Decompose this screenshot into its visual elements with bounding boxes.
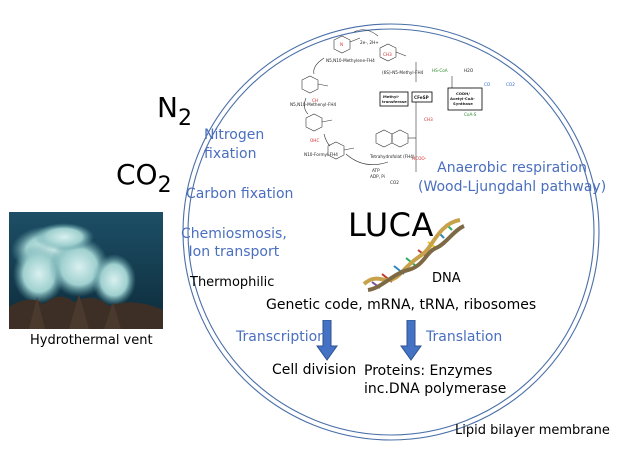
svg-text:Synthase: Synthase (453, 101, 473, 106)
svg-text:HCOO-: HCOO- (412, 156, 427, 161)
atp-label: ATP (372, 168, 380, 173)
co2-main: CO (116, 158, 158, 191)
luca-title: LUCA (348, 206, 434, 244)
svg-text:transferase: transferase (382, 99, 407, 104)
cell-division-label: Cell division (272, 362, 357, 378)
carbon-fixation-label: Carbon fixation (186, 186, 294, 202)
svg-text:CO2: CO2 (506, 82, 515, 87)
dna-helix-icon (362, 218, 465, 292)
transcription-arrow-icon (316, 320, 338, 361)
dna-label: DNA (432, 271, 461, 286)
thf-label: Tetrahydrofolat (FH4) (369, 154, 415, 159)
proteins-label: Proteins: Enzymes inc.DNA polymerase (364, 363, 507, 397)
svg-text:OHC: OHC (310, 138, 319, 143)
n2-label: N2 (157, 91, 192, 131)
hydrothermal-vent-label: Hydrothermal vent (30, 333, 153, 348)
formyl-fh4-label: N10-Formyl-FH4 (304, 152, 338, 157)
electron-label: 2e-, 2H+ (360, 40, 379, 45)
transcription-label: Transcription (236, 329, 327, 345)
n2-main: N (157, 91, 178, 124)
chemiosmosis-label: Chemiosmosis, Ion transport (181, 226, 287, 260)
genetic-code-label: Genetic code, mRNA, tRNA, ribosomes (266, 297, 537, 313)
translation-label: Translation (426, 329, 503, 345)
svg-text:Acetyl-CoA-: Acetyl-CoA- (450, 96, 475, 101)
anaerobic-respiration-label: Anaerobic respiration (Wood-Ljungdahl pa… (418, 160, 607, 195)
adp-label: ADP, Pi (370, 174, 385, 179)
hs-coa-label: HS-CoA (432, 68, 448, 73)
svg-text:CODH/: CODH/ (456, 91, 470, 96)
lipid-bilayer-membrane-label: Lipid bilayer membrane (455, 423, 610, 438)
water-label: H2O (464, 68, 474, 73)
co2-label: CO2 (116, 158, 172, 198)
svg-text:N: N (340, 42, 343, 47)
svg-text:Methyl-: Methyl- (383, 94, 400, 99)
methylene-fh4-label: N5,N10-Methylene-FH4 (326, 58, 375, 63)
svg-text:CH: CH (312, 98, 318, 103)
n2-subscript: 2 (177, 106, 192, 131)
methenyl-fh4-label: N5,N10-Methenyl-FH4 (290, 102, 337, 107)
co2-subscript: 2 (157, 173, 172, 198)
svg-text:CoA-S: CoA-S (464, 112, 477, 117)
svg-text:CH3: CH3 (383, 52, 392, 57)
cfesp-label: CFeSP (414, 95, 429, 100)
hydrothermal-vent-photo (9, 212, 163, 329)
co2-small-label: CO2 (390, 180, 399, 185)
methyl-fh4-label: (6S)-N5-Methyl-FH4 (382, 70, 424, 75)
wood-ljungdahl-pathway-scheme: N CH3 CH OHC CH3 HCOO- HS-CoA CoA-S CO C… (290, 29, 515, 185)
svg-text:CH3: CH3 (424, 117, 433, 122)
svg-text:CO: CO (484, 82, 491, 87)
nitrogen-fixation-label: Nitrogen fixation (204, 127, 265, 162)
thermophilic-label: Thermophilic (190, 275, 275, 290)
translation-arrow-icon (400, 320, 422, 361)
